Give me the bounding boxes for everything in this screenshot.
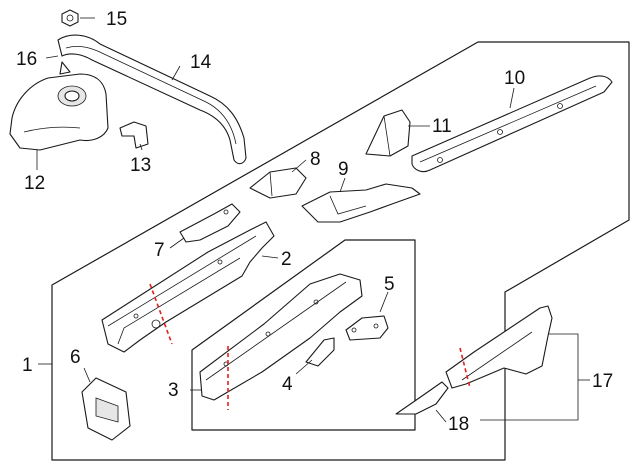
part-3-inner-member bbox=[199, 273, 363, 410]
part-4-plate bbox=[305, 337, 335, 367]
callout-11: 11 bbox=[432, 116, 452, 137]
callout-3: 3 bbox=[168, 380, 179, 401]
part-6-mount bbox=[81, 377, 131, 441]
callout-14: 14 bbox=[190, 52, 212, 73]
part-18-end-piece bbox=[395, 381, 449, 415]
callout-labels: 1 2 3 4 5 6 7 8 9 10 11 12 13 14 15 16 1… bbox=[16, 9, 613, 435]
callout-5: 5 bbox=[384, 274, 395, 295]
part-11-gusset bbox=[365, 109, 411, 157]
part-17-rear-extension bbox=[445, 305, 553, 389]
part-2-side-member bbox=[101, 221, 275, 353]
subassembly-frame bbox=[191, 239, 416, 431]
callout-16: 16 bbox=[16, 49, 37, 70]
callout-18: 18 bbox=[448, 414, 469, 435]
part-12-strut-tower bbox=[9, 73, 109, 151]
leader-lines bbox=[36, 17, 590, 423]
callout-15: 15 bbox=[106, 9, 127, 30]
callout-4: 4 bbox=[282, 374, 293, 395]
callout-8: 8 bbox=[310, 149, 321, 170]
callout-9: 9 bbox=[338, 159, 349, 180]
callout-2: 2 bbox=[281, 249, 292, 270]
part-15-nut bbox=[61, 9, 79, 27]
callout-1: 1 bbox=[22, 355, 33, 376]
callout-17: 17 bbox=[592, 371, 613, 392]
part-5-bracket bbox=[345, 315, 389, 341]
part-9-apron-reinforcement bbox=[301, 183, 421, 223]
callout-13: 13 bbox=[130, 155, 151, 176]
assembly-frame bbox=[51, 41, 630, 461]
callout-7: 7 bbox=[154, 240, 165, 261]
part-14-strut-brace bbox=[57, 34, 247, 165]
part-7-bracket bbox=[179, 203, 241, 243]
part-13-bracket bbox=[119, 121, 149, 149]
part-8-bracket bbox=[249, 167, 307, 199]
callout-12: 12 bbox=[24, 173, 45, 194]
callout-6: 6 bbox=[70, 347, 81, 368]
callout-10: 10 bbox=[504, 68, 525, 89]
part-10-upper-rail bbox=[411, 75, 613, 173]
